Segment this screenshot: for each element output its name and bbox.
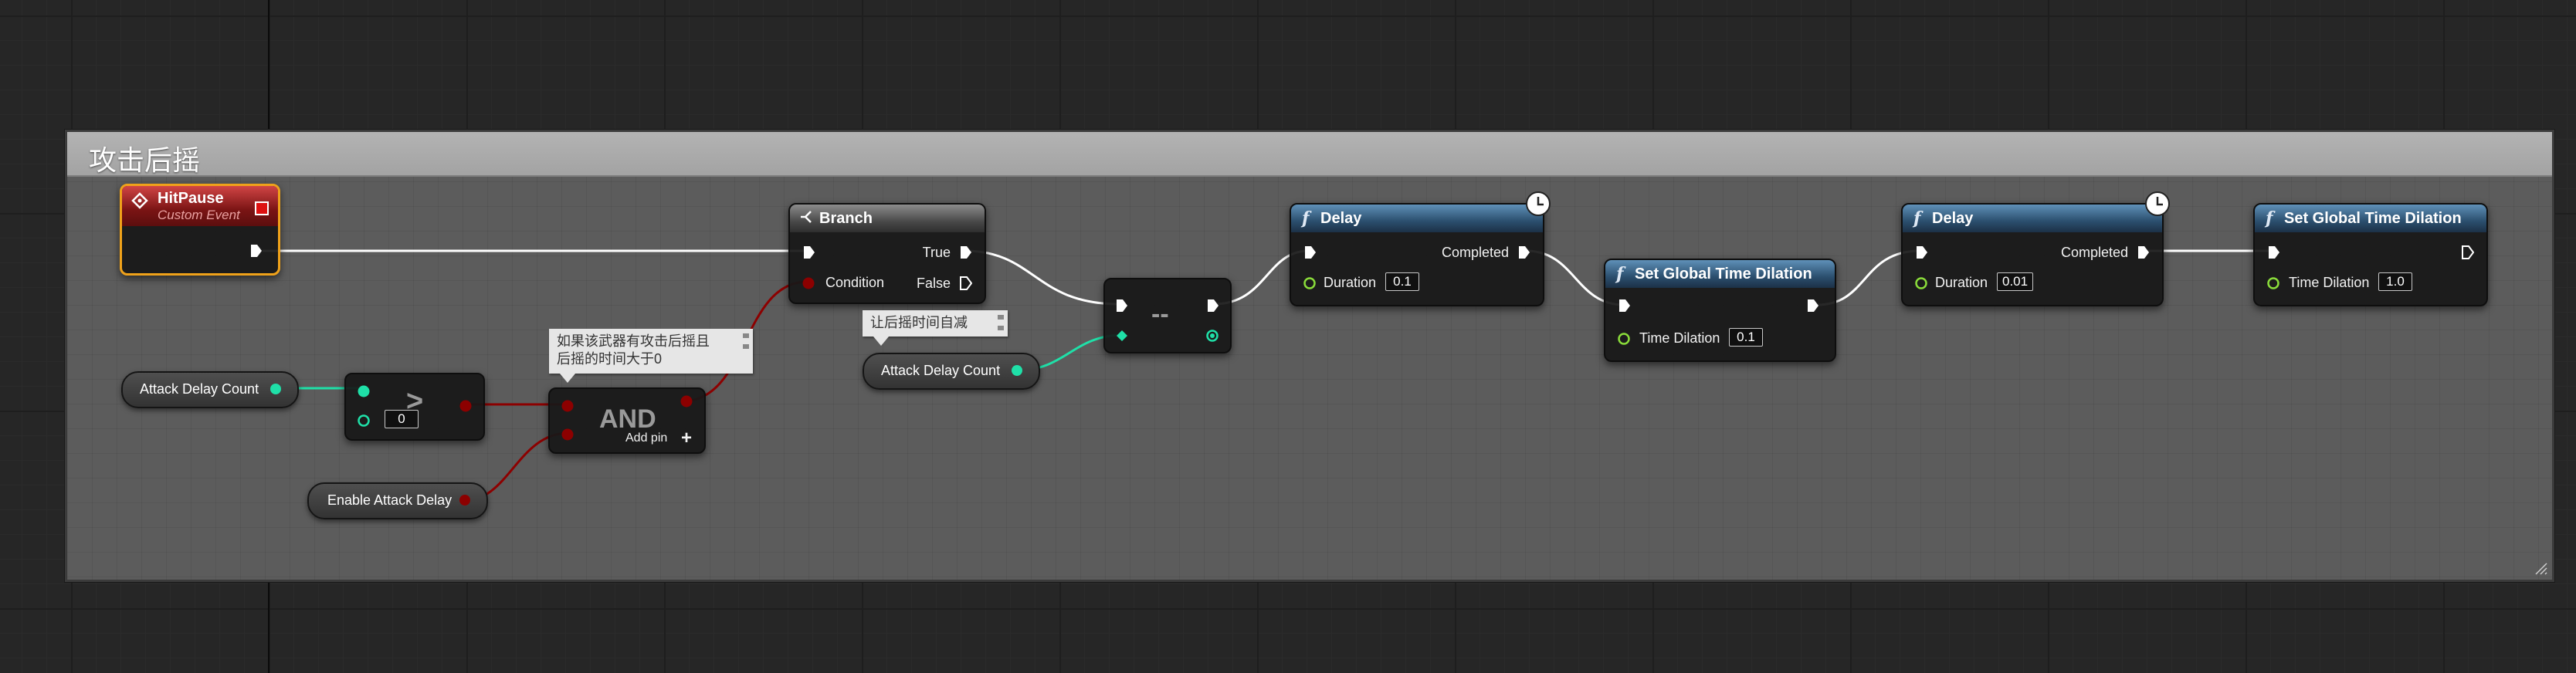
bubble-pin-controls[interactable] [997, 313, 1005, 332]
true-exec-pin[interactable] [960, 245, 972, 259]
comment-resize-grip[interactable] [2534, 561, 2547, 575]
float-in-pin[interactable] [1914, 276, 1928, 290]
branch-header[interactable]: Branch [790, 205, 985, 232]
exec-in-pin[interactable] [1116, 299, 1128, 313]
exec-in-pin[interactable] [1618, 299, 1631, 313]
branch-node[interactable]: Branch True Condition False [788, 203, 986, 304]
attack-delay-count-getter-2[interactable]: Attack Delay Count [863, 353, 1040, 390]
decrement-comment-bubble[interactable]: 让后摇时间自减 [863, 310, 1008, 346]
time-dilation-header[interactable]: f Set Global Time Dilation [2255, 205, 2486, 232]
duration-value[interactable]: 0.01 [1997, 272, 2034, 291]
hitpause-event-node[interactable]: HitPause Custom Event [120, 184, 280, 276]
compare-operator: > [406, 385, 424, 418]
event-diamond-icon [131, 192, 148, 209]
time-dilation-value[interactable]: 0.1 [1729, 328, 1763, 347]
float-in-pin[interactable] [1303, 276, 1317, 290]
delay-header[interactable]: f Delay [1903, 205, 2162, 232]
delay-node-1[interactable]: f Delay Completed Duration 0.1 [1290, 203, 1544, 306]
duration-label: Duration [1935, 275, 1988, 290]
function-icon: f [1616, 264, 1624, 284]
delay-title: Delay [1320, 210, 1362, 227]
function-icon: f [1913, 208, 1921, 228]
false-pin-label: False [916, 276, 951, 291]
compare-b-value[interactable]: 0 [385, 410, 419, 428]
exec-out-pin[interactable] [2462, 245, 2474, 259]
exec-out-pin[interactable] [1207, 299, 1219, 313]
exec-in-pin[interactable] [2268, 245, 2280, 259]
set-time-dilation-node-2[interactable]: f Set Global Time Dilation Time Dilation… [2253, 203, 2488, 306]
completed-exec-pin[interactable] [1518, 245, 1530, 259]
decrement-operator: -- [1151, 299, 1169, 329]
clock-icon [2145, 191, 2170, 216]
comment-header[interactable]: 攻击后摇 [67, 132, 2552, 177]
delay-title: Delay [1932, 210, 1974, 227]
exec-out-pin[interactable] [1807, 299, 1819, 313]
add-pin-label[interactable]: Add pin [625, 431, 668, 445]
time-dilation-label: Time Dilation [2289, 275, 2370, 290]
decrement-comment-text: 让后摇时间自减 [870, 315, 968, 330]
int-out-pin[interactable] [269, 383, 282, 395]
add-pin-icon[interactable]: + [681, 428, 693, 448]
duration-value[interactable]: 0.1 [1385, 272, 1419, 291]
int-b-pin[interactable] [357, 414, 371, 428]
clock-icon [1526, 191, 1551, 216]
and-comment-line1: 如果该武器有攻击后摇且 [557, 333, 710, 349]
delay-node-2[interactable]: f Delay Completed Duration 0.01 [1901, 203, 2164, 306]
and-title: AND [599, 404, 656, 434]
time-dilation-title: Set Global Time Dilation [2284, 210, 2462, 227]
bool-out-pin[interactable] [459, 494, 471, 506]
event-node-title: HitPause [158, 190, 224, 207]
branch-title: Branch [819, 210, 873, 227]
and-comment-line2: 后摇的时间大于0 [557, 351, 663, 367]
condition-pin[interactable] [802, 276, 815, 290]
greater-than-node[interactable]: 0 > [344, 373, 485, 441]
duration-label: Duration [1324, 275, 1377, 290]
true-pin-label: True [922, 245, 951, 260]
time-dilation-header[interactable]: f Set Global Time Dilation [1605, 260, 1835, 288]
exec-in-pin[interactable] [1304, 245, 1317, 259]
function-icon: f [2266, 208, 2273, 228]
completed-exec-pin[interactable] [2137, 245, 2150, 259]
bool-a-pin[interactable] [561, 399, 575, 413]
event-node-subtitle: Custom Event [158, 208, 240, 222]
int-out-pin[interactable] [1011, 364, 1023, 377]
variable-label: Attack Delay Count [140, 381, 259, 397]
int-ref-pin[interactable] [1116, 330, 1128, 342]
bool-b-pin[interactable] [561, 428, 575, 441]
variable-label: Attack Delay Count [881, 363, 1001, 378]
false-exec-pin[interactable] [960, 276, 972, 290]
enable-attack-delay-getter[interactable]: Enable Attack Delay [307, 482, 488, 519]
completed-label: Completed [1441, 245, 1509, 260]
branch-icon [801, 211, 812, 223]
int-a-pin[interactable] [357, 384, 371, 398]
set-time-dilation-node-1[interactable]: f Set Global Time Dilation Time Dilation… [1604, 259, 1836, 362]
completed-label: Completed [2060, 245, 2128, 260]
and-comment-bubble[interactable]: 如果该武器有攻击后摇且 后摇的时间大于0 [549, 329, 753, 383]
delay-header[interactable]: f Delay [1291, 205, 1543, 232]
exec-in-pin[interactable] [1916, 245, 1928, 259]
comment-title[interactable]: 攻击后摇 [89, 144, 201, 176]
attack-delay-count-getter[interactable]: Attack Delay Count [121, 371, 299, 408]
bubble-pin-controls[interactable] [742, 332, 750, 350]
function-icon: f [1302, 208, 1310, 228]
decrement-node[interactable]: -- [1103, 278, 1232, 353]
exec-in-pin[interactable] [803, 245, 815, 259]
int-out-pin[interactable] [1205, 329, 1219, 343]
exec-wire [964, 249, 1120, 306]
bool-out-pin[interactable] [680, 394, 693, 408]
float-in-pin[interactable] [1617, 332, 1631, 346]
float-in-pin[interactable] [2266, 276, 2280, 290]
condition-label: Condition [825, 275, 885, 290]
and-node[interactable]: AND Add pin + [548, 387, 706, 454]
event-node-header[interactable]: HitPause Custom Event [122, 186, 278, 226]
exec-out-pin[interactable] [250, 244, 263, 258]
variable-label: Enable Attack Delay [327, 492, 452, 508]
event-delegate-pin[interactable] [255, 201, 269, 215]
time-dilation-title: Set Global Time Dilation [1635, 265, 1812, 282]
time-dilation-value[interactable]: 1.0 [2378, 272, 2412, 291]
bool-out-pin[interactable] [459, 399, 473, 413]
time-dilation-label: Time Dilation [1639, 330, 1720, 346]
